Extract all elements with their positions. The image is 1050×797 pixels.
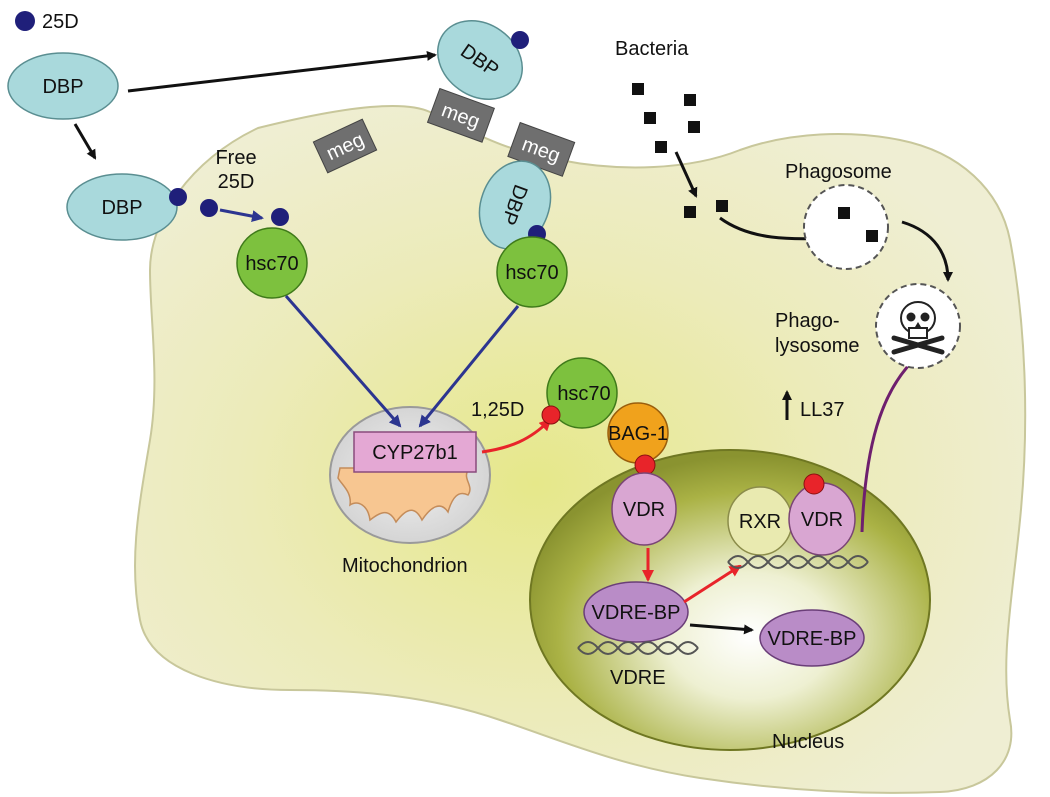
dna-helix-target	[727, 555, 869, 569]
bag1-label: BAG-1	[608, 423, 668, 445]
vdre-label: VDRE	[610, 667, 666, 689]
bacteria-label: Bacteria	[615, 38, 689, 60]
cyp27b1-box	[353, 431, 477, 473]
phagosome-label: Phagosome	[785, 161, 892, 183]
bacterium	[655, 141, 667, 153]
skull-crossbones-icon	[891, 301, 945, 355]
vdr-cytoplasmic-label: VDR	[623, 499, 665, 521]
phagosome	[803, 184, 889, 270]
arrow-free-25d-to-hsc70	[219, 208, 264, 223]
arrow-hsc70-left-to-cyp27b1	[284, 295, 402, 428]
ll37-label: LL37	[800, 399, 845, 421]
hsc70-left	[236, 227, 308, 299]
bacterium	[644, 112, 656, 124]
free-25d-label-2: 25D	[218, 171, 255, 193]
phagolysosome-label-1: Phago-	[775, 310, 840, 332]
nucleus-label: Nucleus	[772, 731, 844, 753]
cyp27b1-label: CYP27b1	[372, 442, 458, 464]
dbp-label-bound: DBP	[101, 197, 142, 219]
dose-125d-label: 1,25D	[471, 399, 524, 421]
dbp-node-top: DBP	[436, 20, 524, 100]
vdre-bp-bound	[583, 581, 689, 643]
vdre-bp-bound-label: VDRE-BP	[592, 602, 681, 624]
legend-25d-label: 25D	[42, 11, 79, 33]
hsc70-upper	[546, 357, 618, 429]
meg-receptor-top: meg	[426, 87, 495, 143]
bacterium	[684, 94, 696, 106]
arrow-dbp-to-membrane	[127, 50, 437, 93]
vdre-bp-free	[759, 609, 865, 667]
hsc70-left-label: hsc70	[245, 253, 298, 275]
arrow-hsc70-middle-to-cyp27b1	[418, 305, 520, 428]
mitochondrion-label: Mitochondrion	[342, 555, 468, 577]
bacterium	[632, 83, 644, 95]
calcitriol-dot-hsc70	[541, 405, 561, 425]
arrow-vdr-to-phagolysosome	[860, 354, 920, 533]
hsc70-upper-label: hsc70	[557, 383, 610, 405]
dbp-node-topleft	[7, 52, 119, 120]
arrow-cyp27b1-to-hsc70	[481, 418, 552, 454]
phagosome-bacterium	[866, 230, 878, 242]
vitamin-d-dot-hsc70-left	[271, 208, 289, 226]
rxr-label: RXR	[739, 511, 781, 533]
bacterium	[716, 200, 728, 212]
arrow-bacteria-entry	[674, 151, 698, 198]
dbp-label-topleft: DBP	[42, 76, 83, 98]
meg-receptor-middle: meg	[507, 121, 576, 177]
vdr-cytoplasmic	[611, 472, 677, 546]
mitochondrion-cristae	[337, 467, 472, 524]
arrow-vdre-bp-to-rxr-vdr	[683, 564, 742, 604]
bacteria-cluster	[632, 83, 728, 218]
arrow-vdre-bp-to-free	[689, 623, 754, 635]
dbp-node-bound	[66, 173, 178, 241]
phagosome-bacterium	[838, 207, 850, 219]
calcitriol-dot-vdr-nuclear	[803, 473, 825, 495]
meg-receptor-floating: meg	[312, 118, 378, 174]
calcitriol-dot-vdr	[634, 454, 656, 476]
free-25d-label-1: Free	[215, 147, 256, 169]
hsc70-middle	[496, 236, 568, 308]
arrow-phagosome-to-phagolysosome	[901, 220, 953, 282]
hsc70-middle-label: hsc70	[505, 262, 558, 284]
vdr-nuclear-label: VDR	[801, 509, 843, 531]
vdre-bp-free-label: VDRE-BP	[768, 628, 857, 650]
bacterium	[684, 206, 696, 218]
vitamin-d-dot-dbp-bound	[169, 188, 187, 206]
dna-helix-vdre	[577, 641, 699, 655]
legend-25d-dot	[15, 11, 35, 31]
free-25d-dot	[200, 199, 218, 217]
bacterium	[688, 121, 700, 133]
arrow-dbp-down	[73, 123, 97, 160]
phagolysosome-label-2: lysosome	[775, 335, 859, 357]
vitamin-d-dot-dbp-top	[511, 31, 529, 49]
